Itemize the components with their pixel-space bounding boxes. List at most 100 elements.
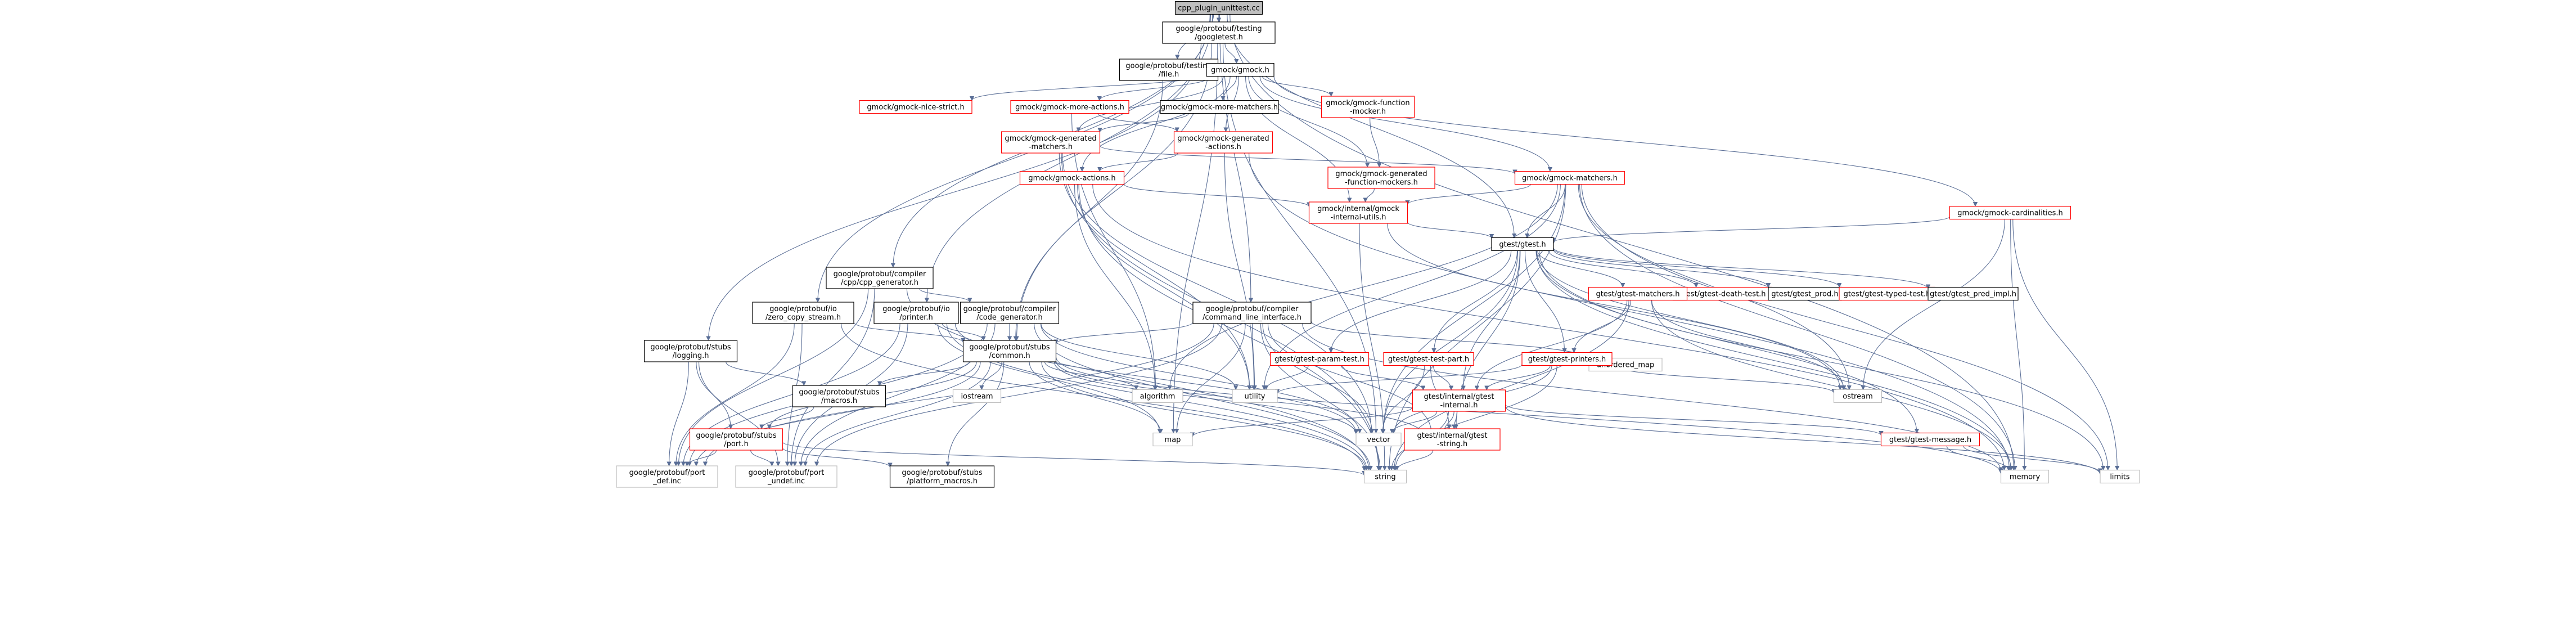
node-box: [1949, 205, 2071, 220]
edge-gmock_h-to-gmock_cardinalities: [1273, 76, 1975, 206]
edge-stubs_logging-to-port_def: [669, 361, 689, 466]
edge-gtest_h-to-gtest_prod: [1553, 249, 1768, 288]
edge-zero_copy_stream-to-stubs_common: [853, 322, 963, 343]
edge-gmock_generated_actions-to-utility: [1224, 152, 1254, 390]
node-box: [1173, 131, 1273, 154]
edge-gmock_matchers-to-string: [1389, 184, 1566, 470]
node-stubs-port[interactable]: google/protobuf/stubs/port.h: [689, 428, 783, 451]
node-testing-file-h[interactable]: google/protobuf/testing/file.h: [1119, 59, 1219, 81]
node-label: gmock/gmock-matchers.h: [1522, 174, 1618, 183]
node-googletest-h[interactable]: google/protobuf/testing/googletest.h: [1162, 21, 1276, 44]
node-cli-h[interactable]: google/protobuf/compiler/command_line_in…: [1192, 302, 1312, 324]
node-gmock-actions[interactable]: gmock/gmock-actions.h: [1019, 170, 1125, 185]
node-gtest-param-test[interactable]: gtest/gtest-param-test.h: [1269, 352, 1370, 366]
edge-stubs_common-to-algorithm: [1044, 361, 1136, 390]
node-gtest-matchers[interactable]: gtest/gtest-matchers.h: [1588, 286, 1688, 301]
node-box: [2000, 469, 2050, 484]
node-box: [1588, 286, 1688, 301]
node-box: [1383, 352, 1474, 366]
node-label: cpp_plugin_unittest.cc: [1178, 5, 1259, 13]
node-label: /googletest.h: [1195, 33, 1243, 42]
node-label: google/protobuf/io: [882, 305, 950, 313]
node-label: /command_line_interface.h: [1203, 313, 1301, 322]
edge-gmock_internal_utils-to-gtest_h: [1407, 222, 1492, 239]
node-gmock-internal-utils[interactable]: gmock/internal/gmock-internal-utils.h: [1308, 201, 1408, 224]
node-label: gmock/gmock-more-matchers.h: [1161, 104, 1278, 112]
node-memory: memory: [2000, 469, 2050, 484]
node-gmock-function-mocker[interactable]: gmock/gmock-function-mocker.h: [1321, 96, 1415, 118]
edge-root-to-memory: [1230, 14, 2014, 470]
node-gtest-printers[interactable]: gtest/gtest-printers.h: [1521, 352, 1613, 366]
node-stubs-platform-macros[interactable]: google/protobuf/stubs/platform_macros.h: [889, 465, 995, 488]
node-gtest-typed-test[interactable]: gtest/gtest-typed-test.h: [1839, 286, 1935, 301]
node-label: /logging.h: [673, 352, 709, 360]
node-label: string: [1375, 473, 1395, 482]
node-label: google/protobuf/stubs: [696, 432, 777, 440]
node-vector: vector: [1355, 432, 1402, 447]
node-box: [889, 465, 995, 488]
edge-stubs_common-to-stubs_macros: [880, 361, 970, 386]
edge-printer_h-to-stubs_common: [942, 323, 983, 341]
edge-gtest_param_test-to-utility: [1266, 365, 1309, 390]
node-gmock-h[interactable]: gmock/gmock.h: [1206, 62, 1275, 77]
edge-gtest_printers-to-utility: [1277, 364, 1523, 394]
node-box: [1119, 59, 1219, 81]
node-label: utility: [1245, 393, 1266, 401]
node-gmock-cardinalities[interactable]: gmock/gmock-cardinalities.h: [1949, 205, 2071, 220]
node-zero-copy-stream[interactable]: google/protobuf/io/zero_copy_stream.h: [752, 302, 854, 324]
node-box: [1833, 389, 1883, 403]
edge-cpp_generator-to-port_def: [678, 288, 869, 466]
node-gmock-matchers[interactable]: gmock/gmock-matchers.h: [1514, 170, 1625, 185]
edge-gmock_matchers-to-gtest_h: [1527, 184, 1566, 238]
node-gtest-pred-impl[interactable]: gtest/gtest_pred_impl.h: [1928, 286, 2019, 301]
edge-stubs_common-to-memory: [1055, 357, 2001, 474]
node-label: gtest/gtest_prod.h: [1771, 290, 1838, 299]
edge-code_generator-to-utility: [1041, 323, 1236, 390]
node-gtest-internal[interactable]: gtest/internal/gtest-internal.h: [1412, 389, 1506, 412]
edge-gmock_more_matchers-to-gmock_generated_matchers: [1100, 113, 1189, 132]
node-gtest-h[interactable]: gtest/gtest.h: [1491, 237, 1554, 252]
node-gmock-generated-actions[interactable]: gmock/gmock-generated-actions.h: [1173, 131, 1273, 154]
edge-gtest_message-to-limits: [1963, 446, 2100, 473]
edge-cpp_generator-to-code_generator: [919, 288, 970, 303]
node-stubs-macros[interactable]: google/protobuf/stubs/macros.h: [792, 385, 886, 407]
node-box: [1162, 21, 1276, 44]
node-stubs-logging[interactable]: google/protobuf/stubs/logging.h: [643, 340, 738, 362]
edge-stubs_port-to-stubs_platform_macros: [782, 447, 890, 468]
node-gtest-prod[interactable]: gtest/gtest_prod.h: [1768, 286, 1842, 301]
node-gmock-generated-matchers[interactable]: gmock/gmock-generated-matchers.h: [1001, 131, 1101, 154]
edge-gmock_cardinalities-to-memory: [2010, 219, 2025, 470]
node-box: [1232, 389, 1278, 403]
node-gtest-string[interactable]: gtest/internal/gtest-string.h: [1404, 428, 1501, 451]
edge-gmock_cardinalities-to-gtest_h: [1553, 216, 1951, 243]
node-stubs-common[interactable]: google/protobuf/stubs/common.h: [962, 340, 1057, 362]
node-gmock-more-matchers[interactable]: gmock/gmock-more-matchers.h: [1160, 100, 1279, 114]
node-gmock-more-actions[interactable]: gmock/gmock-more-actions.h: [1010, 100, 1129, 114]
node-limits: limits: [2100, 469, 2140, 484]
node-box: [960, 302, 1060, 324]
edge-gmock_matchers-to-memory: [1579, 184, 2015, 470]
node-label: gmock/gmock-generated: [1335, 170, 1427, 178]
node-label: gtest/internal/gtest: [1424, 393, 1494, 401]
node-label: gmock/gmock-generated: [1177, 134, 1269, 143]
node-gtest-death-test[interactable]: gtest/gtest-death-test.h: [1672, 286, 1772, 301]
node-gmock-generated-function-mockers[interactable]: gmock/gmock-generated-function-mockers.h: [1327, 167, 1435, 189]
node-gtest-message[interactable]: gtest/gtest-message.h: [1880, 432, 1980, 447]
edge-gmock_matchers-to-algorithm: [1170, 184, 1558, 390]
edge-gtest_matchers-to-gtest_printers: [1574, 300, 1632, 353]
node-code-generator[interactable]: google/protobuf/compiler/code_generator.…: [960, 302, 1060, 324]
node-gmock-nice-strict[interactable]: gmock/gmock-nice-strict.h: [859, 100, 972, 114]
node-printer-h[interactable]: google/protobuf/io/printer.h: [873, 302, 959, 324]
node-gtest-test-part[interactable]: gtest/gtest-test-part.h: [1383, 352, 1474, 366]
node-root[interactable]: cpp_plugin_unittest.cc: [1174, 1, 1263, 15]
node-label: gmock/gmock-nice-strict.h: [867, 104, 964, 112]
edge-gmock_actions-to-gmock_internal_utils: [1123, 183, 1309, 207]
edge-stubs_common-to-map: [1029, 361, 1161, 433]
node-box: [1404, 428, 1501, 451]
node-cpp-generator[interactable]: google/protobuf/compiler/cpp/cpp_generat…: [826, 267, 934, 289]
edge-printer_h-to-map: [937, 323, 1160, 433]
edge-gtest_h-to-vector: [1383, 250, 1519, 433]
edge-gmock_h-to-gmock_matchers: [1259, 76, 1550, 172]
edge-gtest_h-to-gtest_internal: [1463, 250, 1520, 390]
node-label: google/protobuf/io: [769, 305, 837, 313]
